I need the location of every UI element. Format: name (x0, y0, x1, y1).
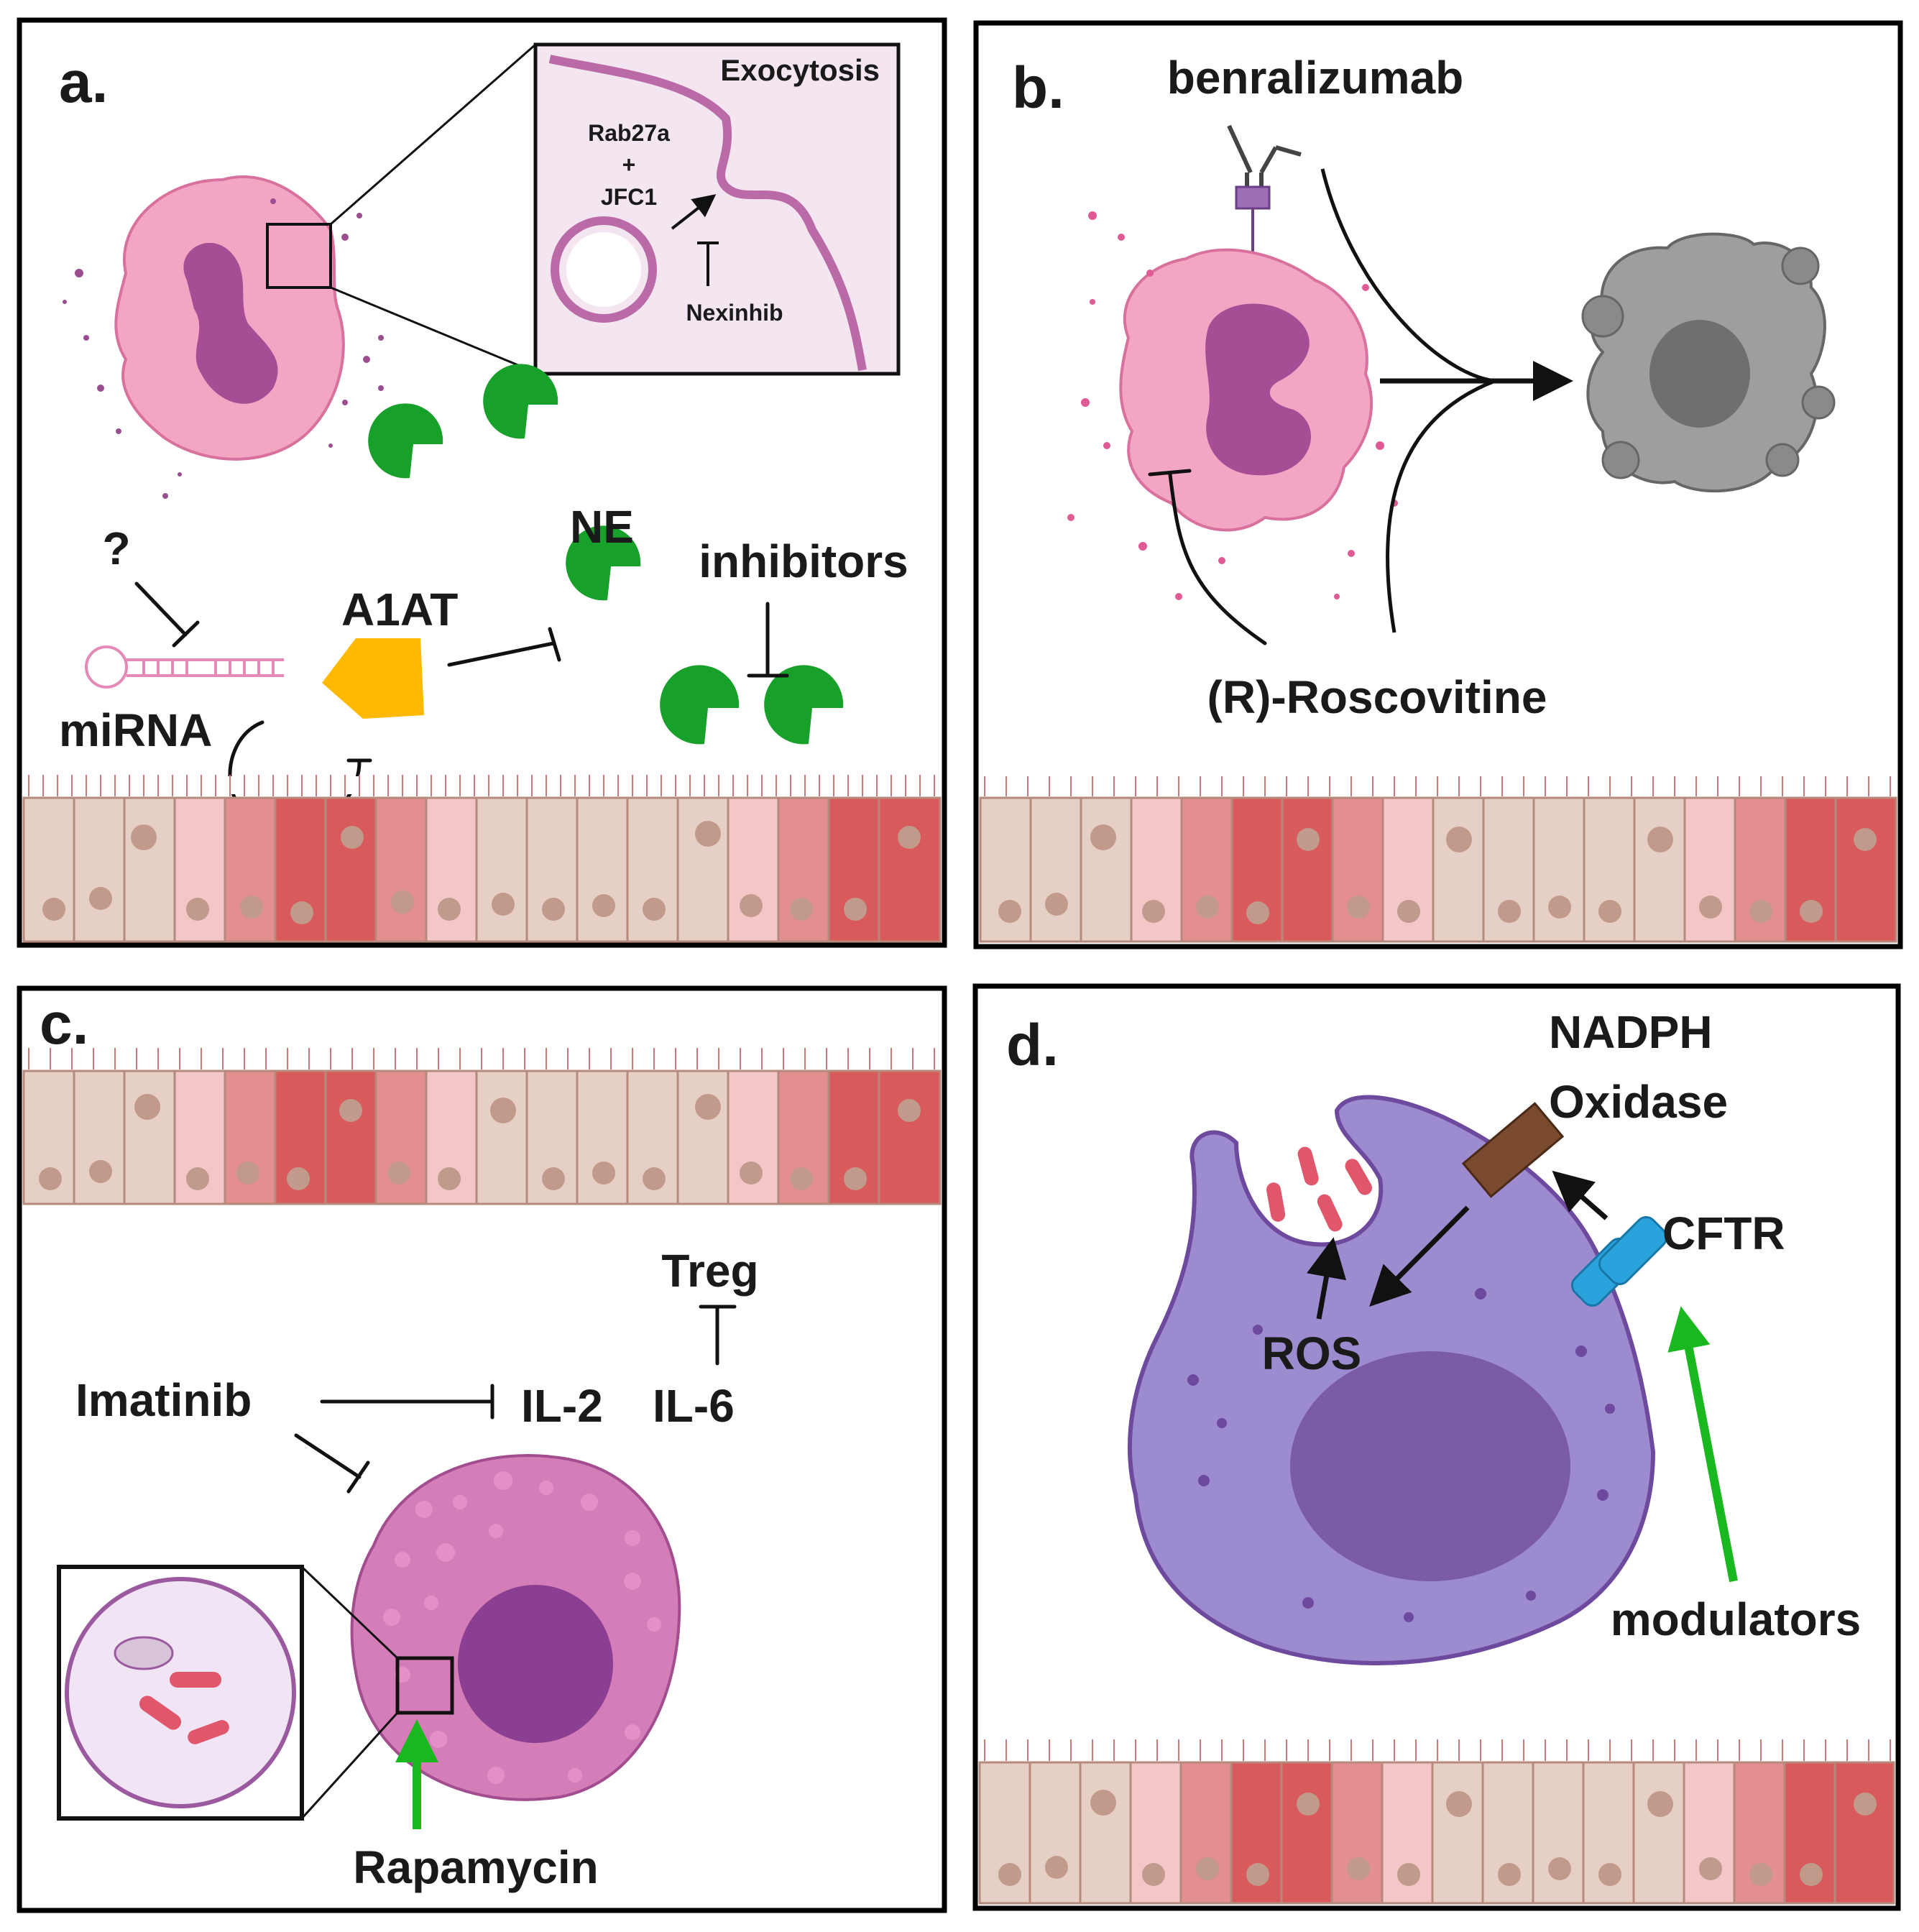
protease-icon (368, 403, 443, 479)
nadph-label-line2: Oxidase (1549, 1076, 1728, 1128)
protease-icon (566, 525, 641, 601)
cftr-label: CFTR (1662, 1208, 1785, 1259)
panel-b-tag: b. (1012, 55, 1064, 121)
panel-d-tag: d. (1006, 1013, 1059, 1078)
dead-cell-icon (1581, 232, 1836, 493)
nadph-label-line1: NADPH (1549, 1006, 1713, 1058)
protease-icon (764, 665, 844, 745)
ros-label: ROS (1262, 1328, 1362, 1379)
epithelium (978, 1739, 1895, 1905)
il2-label: IL-2 (521, 1380, 603, 1432)
protease-icon (660, 665, 740, 745)
ne-label: NE (570, 501, 634, 553)
lysosome-inset (57, 1565, 304, 1821)
inset-title: Exocytosis (720, 53, 880, 87)
neutrophil-cell (63, 43, 536, 499)
eosinophil-cell (1067, 211, 1398, 600)
a1at-icon (322, 638, 424, 719)
plus-label: + (622, 152, 636, 178)
epithelium (22, 1048, 942, 1205)
epithelium (979, 776, 1897, 943)
treg-label: Treg (661, 1245, 758, 1297)
benralizumab-label: benralizumab (1167, 52, 1464, 104)
il5-receptor-icon (1235, 185, 1271, 210)
modulators-label: modulators (1611, 1593, 1861, 1645)
a1at-label: A1AT (341, 584, 458, 635)
jfc1-label: JFC1 (601, 184, 657, 210)
rapamycin-label: Rapamycin (353, 1841, 598, 1893)
panel-a-tag: a. (59, 50, 108, 115)
mirna-hairpin (85, 645, 284, 689)
cftr-channel-icon (1570, 1215, 1668, 1307)
il6-label: IL-6 (653, 1380, 735, 1432)
rab27a-label: Rab27a (588, 120, 670, 146)
panel-a: a. Exocytosis Rab27a + JFC1 (17, 17, 947, 948)
panel-b: b. benralizumab (973, 20, 1903, 949)
mirna-label: miRNA (59, 704, 212, 756)
bacteria-icon (1266, 1146, 1372, 1232)
macrophage-cell (1128, 1095, 1656, 1665)
exocytosis-inset: Exocytosis Rab27a + JFC1 Nexinhib (533, 42, 901, 376)
imatinib-label: Imatinib (75, 1374, 252, 1426)
panel-d: d. NADPH Oxidase CFTR (972, 983, 1901, 1911)
epithelium (22, 775, 942, 943)
protease-icon (483, 364, 558, 439)
unknown-regulator-label: ? (102, 523, 130, 574)
inhibitors-label: inhibitors (699, 535, 908, 587)
nadph-oxidase-icon (1461, 1102, 1565, 1198)
panel-c-tag: c. (40, 991, 88, 1057)
nexinhib-label: Nexinhib (686, 300, 783, 326)
mast-cell (350, 1454, 681, 1801)
neutrophil-elastase-group (368, 364, 844, 745)
panel-c: c. (17, 985, 947, 1913)
roscovitine-label: (R)-Roscovitine (1207, 671, 1547, 723)
